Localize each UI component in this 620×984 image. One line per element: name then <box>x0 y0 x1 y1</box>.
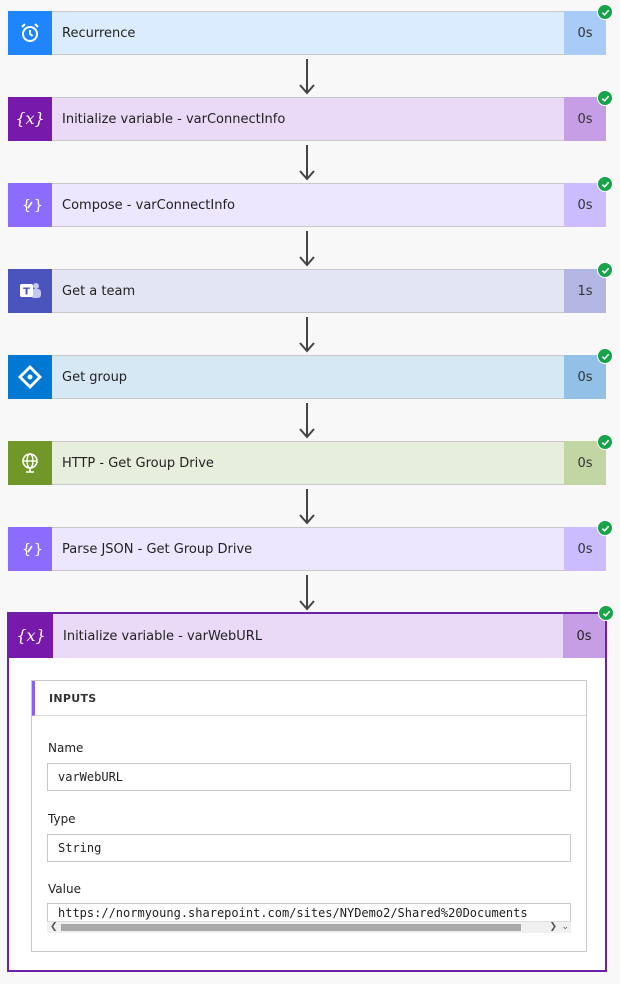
svg-text:{x}: {x} <box>18 626 44 645</box>
step-duration: 0s <box>564 11 606 55</box>
step-get-a-team[interactable]: T Get a team 1s <box>8 262 613 313</box>
data-operation-icon: {} <box>8 183 52 227</box>
inputs-heading: INPUTS <box>32 681 586 716</box>
svg-text:}: } <box>34 198 43 214</box>
scroll-right-icon[interactable]: ❯ <box>549 922 557 932</box>
value-label: Value <box>48 882 81 896</box>
svg-text:{x}: {x} <box>17 109 43 128</box>
success-check-icon <box>597 176 613 192</box>
step-compose-varconnectinfo[interactable]: {} Compose - varConnectInfo 0s <box>8 176 613 227</box>
step-initialize-variable-varconnectinfo[interactable]: {x} Initialize variable - varConnectInfo 0… <box>8 90 613 141</box>
step-http-get-group-drive[interactable]: HTTP - Get Group Drive 0s <box>8 434 613 485</box>
name-label: Name <box>48 741 84 755</box>
step-duration: 0s <box>564 527 606 571</box>
flow-arrow-icon <box>297 229 317 269</box>
success-check-icon <box>597 262 613 278</box>
success-check-icon <box>597 348 613 364</box>
globe-icon <box>8 441 52 485</box>
svg-text:{: { <box>22 542 31 558</box>
flow-arrow-icon <box>297 315 317 355</box>
alarm-clock-icon <box>8 11 52 55</box>
flow-arrow-icon <box>297 401 317 441</box>
scroll-left-icon[interactable]: ❮ <box>50 922 58 932</box>
data-operation-icon: {} <box>8 527 52 571</box>
step-title: Initialize variable - varConnectInfo <box>62 111 286 127</box>
type-label: Type <box>48 812 76 826</box>
step-title: Parse JSON - Get Group Drive <box>62 541 253 557</box>
value-field[interactable]: https://normyoung.sharepoint.com/sites/N… <box>47 903 571 921</box>
variable-icon: {x} <box>9 614 53 658</box>
step-duration: 1s <box>564 269 606 313</box>
variable-icon: {x} <box>8 97 52 141</box>
svg-text:T: T <box>23 287 30 298</box>
flow-arrow-icon <box>297 57 317 97</box>
step-duration: 0s <box>564 355 606 399</box>
step-title: Initialize variable - varWebURL <box>63 628 263 644</box>
flow-arrow-icon <box>297 573 317 613</box>
flow-arrow-icon <box>297 487 317 527</box>
success-check-icon <box>597 4 613 20</box>
step-header[interactable]: {x} Initialize variable - varWebURL 0s <box>9 614 605 658</box>
step-parse-json-get-group-drive[interactable]: {} Parse JSON - Get Group Drive 0s <box>8 520 613 571</box>
step-duration: 0s <box>564 183 606 227</box>
step-recurrence[interactable]: Recurrence 0s <box>8 4 613 55</box>
step-get-group[interactable]: Get group 0s <box>8 348 613 399</box>
scroll-thumb[interactable] <box>61 924 521 931</box>
step-title: Compose - varConnectInfo <box>62 197 235 213</box>
flow-arrow-icon <box>297 143 317 183</box>
name-field[interactable]: varWebURL <box>47 763 571 791</box>
success-check-icon <box>597 434 613 450</box>
success-check-icon <box>597 520 613 536</box>
step-title: Get a team <box>62 283 136 299</box>
step-initialize-variable-varweburl[interactable]: {x} Initialize variable - varWebURL 0s I… <box>7 605 614 972</box>
step-duration: 0s <box>564 441 606 485</box>
step-title: Get group <box>62 369 128 385</box>
success-check-icon <box>597 90 613 106</box>
step-duration: 0s <box>564 97 606 141</box>
step-title: Recurrence <box>62 25 136 41</box>
teams-icon: T <box>8 269 52 313</box>
success-check-icon <box>598 605 614 621</box>
azure-ad-icon <box>8 355 52 399</box>
svg-text:}: } <box>34 542 43 558</box>
step-title: HTTP - Get Group Drive <box>62 455 214 471</box>
value-horizontal-scrollbar[interactable]: ❮ ❯ ⌄ <box>47 921 571 933</box>
inputs-panel: INPUTS Name varWebURL Type String Value … <box>31 680 587 952</box>
step-duration: 0s <box>563 614 605 658</box>
svg-text:{: { <box>22 198 31 214</box>
type-field[interactable]: String <box>47 834 571 862</box>
scroll-down-icon[interactable]: ⌄ <box>561 922 569 932</box>
